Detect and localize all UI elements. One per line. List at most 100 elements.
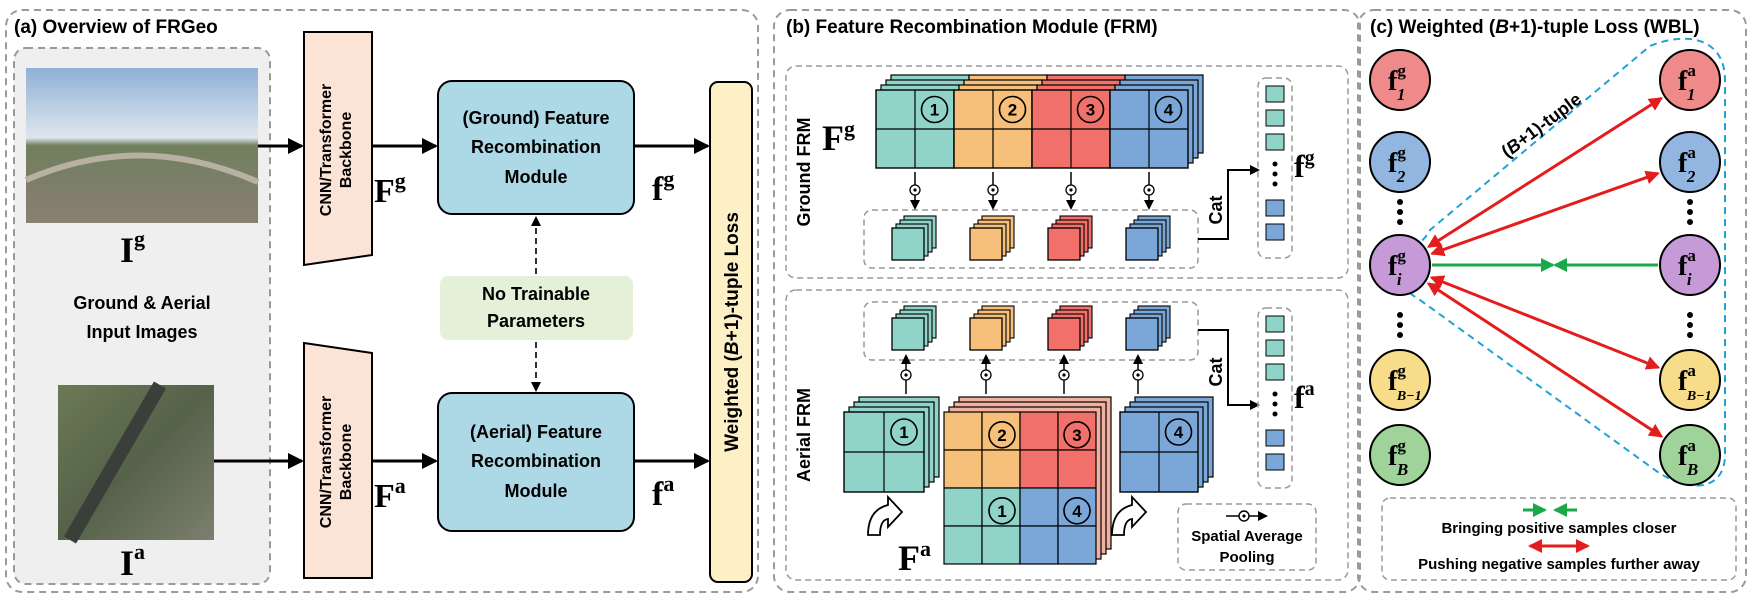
- ground-frm-side-label: Ground FRM: [794, 118, 814, 227]
- pooling-legend-line1: Spatial Average: [1191, 528, 1302, 545]
- aerial-pooled-cube-1-face: [891, 317, 925, 351]
- aerial-node-1: [1659, 49, 1721, 111]
- ground-map-label: Fg: [822, 116, 855, 158]
- no-trainable-line2: Parameters: [487, 311, 585, 331]
- frm-aerial-line3: Module: [505, 481, 568, 501]
- ground-vector-dot-2: [1272, 171, 1278, 177]
- aerial-part-1-number: 1: [899, 423, 908, 442]
- aerial-frm-side-label: Aerial FRM: [794, 388, 814, 482]
- negative-arrow-2: [1430, 170, 1660, 257]
- aerial-vector-cell-4: [1265, 429, 1285, 447]
- aerial-frm-frame: [785, 289, 1349, 581]
- aerial-pool-arrows: [900, 354, 1144, 394]
- backbone-ground: [303, 31, 373, 267]
- aerial-vector-frame: [1257, 307, 1293, 489]
- ground-pooled-cube-2-face: [969, 227, 1003, 261]
- ground-part-3-number-circle: [1076, 95, 1105, 124]
- aerial-ellipsis: [1687, 199, 1693, 338]
- aerial-center-cell: [943, 449, 983, 489]
- panel-c-frame: [1357, 9, 1747, 593]
- loss-bar: [709, 81, 753, 583]
- aerial-vector-cell-1: [1265, 315, 1285, 333]
- ground-vec-label: fg: [1294, 147, 1315, 184]
- ground-pool-arrow-2-dot-center: [991, 188, 995, 192]
- ground-vector-dot-1: [1272, 161, 1278, 167]
- frm-ground-line2: Recombination: [471, 137, 601, 157]
- aerial-center-cell: [1019, 411, 1059, 451]
- ground-pool-arrow-4-dot-center: [1147, 188, 1151, 192]
- aerial-map-label: Fa: [898, 536, 931, 578]
- ground-cat-label: Cat: [1206, 195, 1226, 224]
- aerial-center-number-circle-2: [988, 420, 1016, 449]
- aerial-vector-cell-5: [1265, 453, 1285, 471]
- feature-aerial-label: Fa: [374, 473, 406, 515]
- ground-pooled-cube-4-face: [1125, 227, 1159, 261]
- ground-part-2-number: 2: [1008, 101, 1017, 120]
- ground-part-1-number-circle: [920, 95, 949, 124]
- negative-arrow-5: [1426, 282, 1664, 438]
- aerial-center-number-circle-1: [988, 496, 1016, 525]
- aerial-cat-arrow: [1198, 329, 1260, 410]
- ground-ellipsis: [1397, 199, 1403, 338]
- aerial-center-cell: [943, 487, 983, 527]
- ground-vector-cell-4: [1265, 199, 1285, 217]
- frm-ground-line1: (Ground) Feature: [463, 108, 610, 128]
- panel-b: (b) Feature Recombination Module (FRM) G…: [773, 9, 1361, 593]
- out-ground-label: fg: [652, 166, 674, 208]
- aerial-pool-arrow-3-dot-center: [1062, 373, 1066, 377]
- aerial-center-number-3: 3: [1072, 426, 1081, 445]
- ground-image-road: [24, 152, 260, 185]
- loss-bar-label: Weighted (B+1)-tuple Loss: [722, 212, 743, 452]
- wbl-legend-frame: [1381, 497, 1737, 581]
- ground-part-3-number: 3: [1086, 101, 1095, 120]
- aerial-node-5: [1659, 424, 1721, 486]
- aerial-center-cell: [1019, 449, 1059, 489]
- ground-image: [26, 68, 258, 223]
- backbone-aerial-line1: CNN/Transformer: [318, 396, 335, 528]
- backbone-ground-line2: Backbone: [338, 112, 355, 189]
- aerial-vector-dot-2: [1272, 401, 1278, 407]
- feature-ground-label: Fg: [374, 168, 406, 210]
- frm-ground-line3: Module: [505, 167, 568, 187]
- ground-vector-cell-5: [1265, 223, 1285, 241]
- ground-part-4-number-circle: [1154, 95, 1183, 124]
- aerial-cat-label: Cat: [1206, 357, 1226, 386]
- ground-pool-arrow-1-dot-center: [913, 188, 917, 192]
- aerial-image-road: [63, 381, 167, 544]
- ground-part-1-number: 1: [930, 101, 939, 120]
- aerial-pooled-cube-2-face: [969, 317, 1003, 351]
- aerial-pooled-cube-3-face: [1047, 317, 1081, 351]
- ground-vector-cell-2: [1265, 109, 1285, 127]
- aerial-center-number-1: 1: [997, 502, 1006, 521]
- aerial-center-cell: [1019, 487, 1059, 527]
- aerial-node-4: [1659, 349, 1721, 411]
- aerial-center-cell: [943, 525, 983, 565]
- ground-pooled-cubes: [891, 215, 1171, 261]
- ground-node-2: [1369, 131, 1431, 193]
- aerial-image-label: Ia: [120, 539, 145, 583]
- aerial-node-2: [1659, 131, 1721, 193]
- ground-vector-dot-3: [1272, 181, 1278, 187]
- aerial-vector-dot-1: [1272, 391, 1278, 397]
- backbone-ground-line1: CNN/Transformer: [318, 84, 335, 216]
- aerial-vector-dot-3: [1272, 411, 1278, 417]
- no-trainable-box: [440, 276, 633, 340]
- ground-part-2-number-circle: [998, 95, 1027, 124]
- ground-node-5: [1369, 424, 1431, 486]
- tuple-label: (B+1)-tuple: [1498, 89, 1586, 162]
- panel-a: (a) Overview of FRGeo Ig Ground & Aerial…: [5, 9, 759, 593]
- input-caption-line2: Input Images: [86, 322, 197, 342]
- ground-pool-arrows: [909, 172, 1155, 210]
- pooling-legend-dot-center: [1242, 514, 1246, 518]
- panel-a-frame: [5, 9, 759, 593]
- aerial-vector-cell-2: [1265, 339, 1285, 357]
